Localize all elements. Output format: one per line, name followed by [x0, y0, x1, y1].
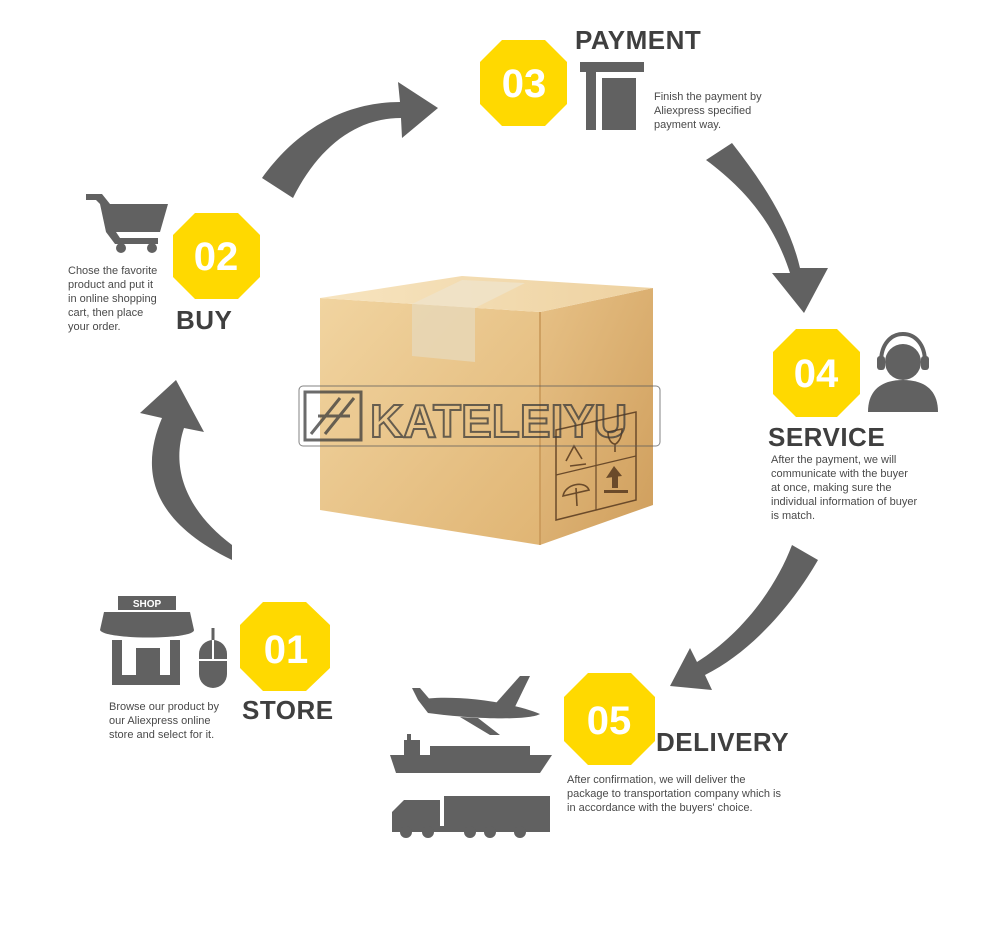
- umbrella-icon: [562, 483, 591, 507]
- step-04-line: at once, making sure the: [771, 482, 892, 494]
- step-05-line: in accordance with the buyers' choice.: [567, 802, 753, 814]
- mouse-icon: [199, 628, 227, 688]
- truck-icon: [392, 796, 550, 838]
- step-01-number: 01: [264, 628, 309, 672]
- step-03-description: Finish the payment by Aliexpress specifi…: [654, 90, 762, 132]
- headset-icon: [868, 331, 938, 412]
- step-01-badge: 01: [240, 602, 330, 691]
- watermark: KATELEIYU: [298, 385, 661, 448]
- step-04-line: communicate with the buyer: [771, 468, 908, 480]
- step-05-title: DELIVERY: [656, 727, 790, 757]
- step-03-line: Aliexpress specified: [654, 105, 752, 117]
- step-03-badge: 03: [480, 40, 567, 126]
- step-05-line: After confirmation, we will deliver the: [567, 774, 746, 786]
- step-02-line: in online shopping: [68, 293, 157, 305]
- step-01-line: our Aliexpress online: [109, 715, 211, 727]
- step-05-line: package to transportation company which …: [567, 788, 782, 800]
- airplane-icon: [412, 676, 540, 735]
- ship-icon: [390, 734, 552, 773]
- card-slot-icon: [580, 62, 644, 130]
- step-01-description: Browse our product by our Aliexpress onl…: [109, 700, 219, 742]
- step-02-description: Chose the favorite product and put it in…: [68, 264, 157, 334]
- step-02-title: BUY: [176, 305, 233, 335]
- step-04-description: After the payment, we will communicate w…: [771, 453, 917, 523]
- step-02-line: Chose the favorite: [68, 265, 158, 277]
- step-05-badge: 05: [564, 673, 655, 765]
- shop-icon: SHOP: [100, 596, 194, 685]
- step-03-line: payment way.: [654, 119, 722, 131]
- cardboard-box: [320, 276, 653, 545]
- step-02-number: 02: [194, 235, 239, 279]
- step-05-description: After confirmation, we will deliver the …: [567, 773, 781, 815]
- step-03-number: 03: [502, 62, 547, 106]
- arrow-service-to-delivery: [670, 545, 818, 690]
- step-05-number: 05: [587, 699, 632, 743]
- step-04-title: SERVICE: [768, 422, 886, 452]
- shopping-cart-icon: [86, 194, 168, 253]
- fragile-glass-icon: [607, 428, 623, 452]
- this-side-up-icon: [604, 466, 628, 493]
- arrow-store-to-buy: [140, 380, 232, 560]
- step-02-line: product and put it: [68, 279, 154, 291]
- step-01-title: STORE: [242, 695, 334, 725]
- step-03-title: PAYMENT: [575, 25, 702, 55]
- arrow-buy-to-payment: [262, 82, 438, 198]
- step-02-line: cart, then place: [68, 307, 144, 319]
- arrow-payment-to-service: [706, 143, 828, 313]
- step-04-number: 04: [794, 352, 839, 396]
- step-04-line: individual information of buyer: [771, 496, 918, 508]
- step-04-line: is match.: [771, 510, 816, 522]
- step-01-line: store and select for it.: [109, 729, 215, 741]
- watermark-text: KATELEIYU: [370, 395, 627, 447]
- shop-sign-text: SHOP: [133, 599, 162, 610]
- step-02-badge: 02: [173, 213, 260, 299]
- step-04-line: After the payment, we will: [771, 454, 897, 466]
- step-01-line: Browse our product by: [109, 701, 220, 713]
- step-02-line: your order.: [68, 321, 121, 333]
- step-04-badge: 04: [773, 329, 860, 417]
- step-03-line: Finish the payment by: [654, 91, 762, 103]
